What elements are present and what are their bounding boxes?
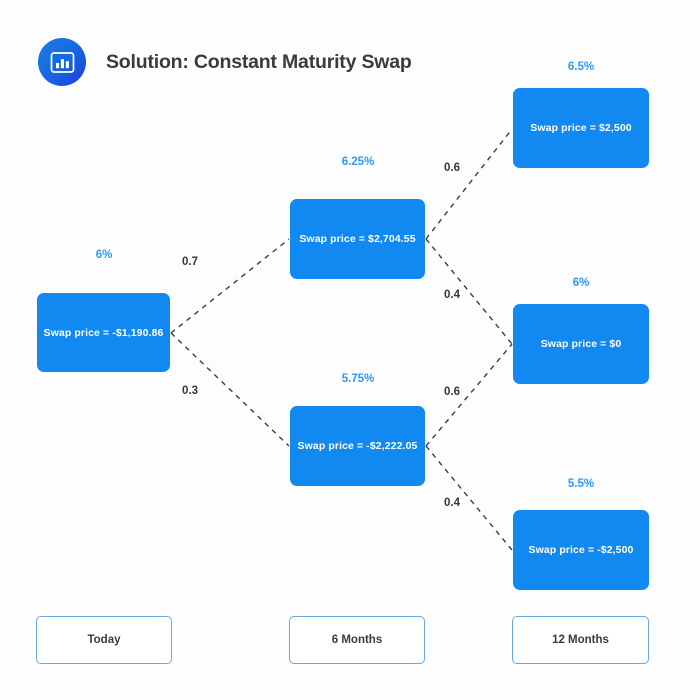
probability-label-n1u-n2uu: 0.6 (444, 162, 460, 174)
tree-node-label: Swap price = $2,704.55 (299, 233, 416, 245)
probability-label-n1u-n2ud: 0.4 (444, 289, 460, 301)
tree-node-6m-up[interactable]: Swap price = $2,704.55 (290, 199, 425, 279)
timeline-box-6-months[interactable]: 6 Months (289, 616, 425, 664)
tree-node-label: Swap price = -$2,222.05 (297, 440, 418, 452)
timeline-label: 12 Months (552, 634, 609, 646)
bar-chart-icon (38, 38, 86, 86)
rate-label-n2ud: 6% (572, 277, 590, 289)
tree-node-label: Swap price = -$2,500 (528, 544, 634, 556)
tree-node-label: Swap price = $2,500 (530, 122, 632, 134)
tree-node-12m-middle[interactable]: Swap price = $0 (513, 304, 649, 384)
rate-label-n1u: 6.25% (341, 156, 375, 168)
tree-node-12m-up-up[interactable]: Swap price = $2,500 (513, 88, 649, 168)
edge-n1u-n2uu (425, 128, 513, 240)
tree-node-today[interactable]: Swap price = -$1,190.86 (37, 293, 170, 372)
probability-label-n0-n1u: 0.7 (182, 256, 198, 268)
timeline-box-12-months[interactable]: 12 Months (512, 616, 649, 664)
tree-node-label: Swap price = $0 (540, 338, 622, 350)
edge-n1d-n2ud (425, 343, 513, 447)
timeline-label: Today (87, 634, 121, 646)
probability-label-n1d-n2dd: 0.4 (444, 497, 460, 509)
edge-n1u-n2ud (425, 238, 513, 345)
tree-node-12m-down-down[interactable]: Swap price = -$2,500 (513, 510, 649, 590)
edge-n1d-n2dd (425, 445, 513, 551)
timeline-label: 6 Months (331, 634, 383, 646)
rate-label-n2dd: 5.5% (567, 478, 595, 490)
tree-node-6m-down[interactable]: Swap price = -$2,222.05 (290, 406, 425, 486)
tree-node-label: Swap price = -$1,190.86 (43, 326, 164, 339)
edge-n0-n1u (170, 238, 290, 334)
probability-label-n0-n1d: 0.3 (182, 385, 198, 397)
rate-label-n2uu: 6.5% (567, 61, 595, 73)
page-title: Solution: Constant Maturity Swap (106, 50, 412, 73)
rate-label-n0: 6% (95, 249, 113, 261)
rate-label-n1d: 5.75% (341, 373, 375, 385)
timeline-box-today[interactable]: Today (36, 616, 172, 664)
header: Solution: Constant Maturity Swap (38, 38, 412, 86)
probability-label-n1d-n2ud: 0.6 (444, 386, 460, 398)
